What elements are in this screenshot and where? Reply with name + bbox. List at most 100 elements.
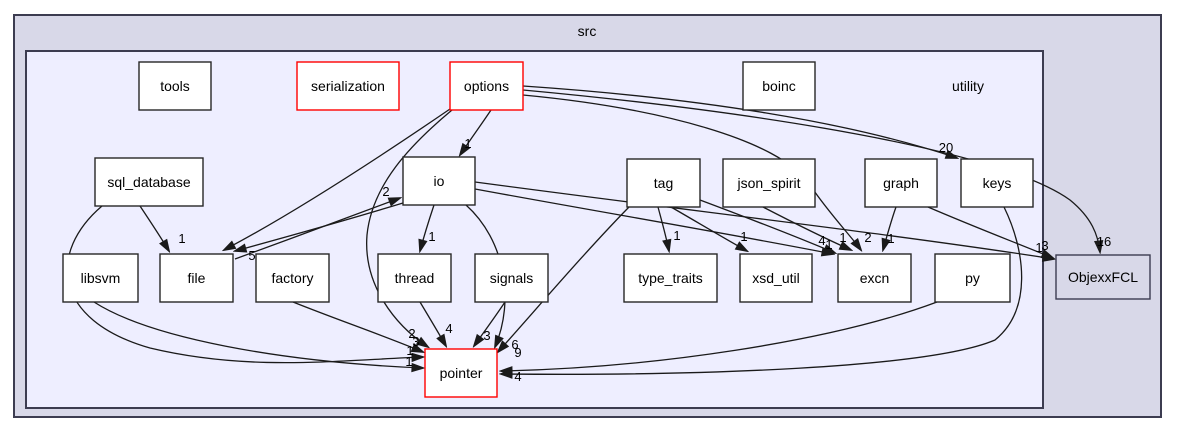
edge-tag-to-type_traits (657, 206, 669, 251)
node-signals[interactable]: signals (474, 253, 549, 303)
node-box-serialization[interactable] (296, 61, 400, 111)
edge-count-io-to-file: 5 (248, 248, 255, 263)
node-box-json_spirit[interactable] (722, 158, 816, 208)
node-label-thread[interactable]: thread (395, 270, 435, 286)
edge-count-thread-to-pointer: 4 (445, 321, 452, 336)
edge-count-options-to-keys: 20 (939, 140, 953, 155)
node-label-graph[interactable]: graph (883, 175, 919, 191)
edge-count-signals-to-pointer: 3 (483, 328, 490, 343)
edge-file-to-io (234, 198, 400, 260)
node-label-ObjexxFCL[interactable]: ObjexxFCL (1068, 269, 1138, 285)
edge-graph-to-excn (883, 206, 897, 250)
node-box-graph[interactable] (864, 158, 938, 208)
node-box-thread[interactable] (377, 253, 452, 303)
node-tools[interactable]: tools (138, 61, 212, 111)
edge-count-sql_database-to-pointer: 1 (406, 343, 413, 358)
node-box-file[interactable] (159, 253, 234, 303)
node-boinc[interactable]: boinc (742, 61, 816, 111)
node-thread[interactable]: thread (377, 253, 452, 303)
node-label-excn[interactable]: excn (860, 270, 890, 286)
node-pointer[interactable]: pointer (424, 348, 498, 398)
node-box-excn[interactable] (837, 253, 912, 303)
edge-options-to-pointer (366, 109, 453, 347)
edge-sql_database-to-file (139, 205, 169, 251)
edge-count-io-to-excn: 4 (818, 233, 825, 248)
edge-factory-to-pointer (292, 301, 423, 352)
edge-py-to-pointer (501, 301, 938, 371)
node-box-pointer[interactable] (424, 348, 498, 398)
edge-count-sql_database-to-file: 1 (178, 231, 185, 246)
edge-count-py-to-pointer: 4 (514, 369, 521, 384)
node-box-ObjexxFCL[interactable] (1055, 254, 1151, 300)
node-box-signals[interactable] (474, 253, 549, 303)
node-factory[interactable]: factory (255, 253, 330, 303)
edge-count-io-to-thread: 1 (428, 229, 435, 244)
node-box-py[interactable] (934, 253, 1011, 303)
edge-count-file-to-io: 2 (382, 184, 389, 199)
node-label-py[interactable]: py (965, 270, 980, 286)
node-label-serialization[interactable]: serialization (311, 78, 385, 94)
node-box-sql_database[interactable] (94, 157, 204, 207)
node-py[interactable]: py (934, 253, 1011, 303)
node-label-signals[interactable]: signals (490, 270, 534, 286)
node-box-xsd_util[interactable] (739, 253, 813, 303)
node-box-factory[interactable] (255, 253, 330, 303)
node-sql_database[interactable]: sql_database (94, 157, 204, 207)
node-serialization[interactable]: serialization (296, 61, 400, 111)
edge-count-json_spirit-to-excn: 1 (839, 230, 846, 245)
node-label-factory[interactable]: factory (271, 270, 313, 286)
node-label-options[interactable]: options (464, 78, 509, 94)
node-box-io[interactable] (402, 156, 476, 206)
edge-count-tag-to-pointer: 9 (514, 345, 521, 360)
edge-count-libsvm-to-pointer: 1 (405, 354, 412, 369)
node-xsd_util[interactable]: xsd_util (739, 253, 813, 303)
edge-count-options-to-ObjexxFCL: 16 (1097, 234, 1111, 249)
node-ObjexxFCL[interactable]: ObjexxFCL (1055, 254, 1151, 300)
node-options[interactable]: options (449, 61, 524, 111)
node-box-tag[interactable] (626, 158, 701, 208)
edge-count-factory-to-pointer: 2 (408, 326, 415, 341)
node-file[interactable]: file (159, 253, 234, 303)
cluster-label-src[interactable]: src (578, 23, 597, 39)
node-type_traits[interactable]: type_traits (623, 253, 718, 303)
node-label-json_spirit[interactable]: json_spirit (736, 175, 800, 191)
node-label-file[interactable]: file (188, 270, 206, 286)
edge-json_spirit-to-excn (762, 206, 851, 250)
edge-options-to-io (460, 109, 492, 155)
node-label-keys[interactable]: keys (983, 175, 1012, 191)
node-box-type_traits[interactable] (623, 253, 718, 303)
edge-io-to-ObjexxFCL (474, 181, 1054, 259)
edge-io-to-excn (474, 188, 833, 254)
node-box-tools[interactable] (138, 61, 212, 111)
node-label-tools[interactable]: tools (160, 78, 190, 94)
node-keys[interactable]: keys (960, 158, 1034, 208)
edge-count-options-to-excn: 2 (864, 230, 871, 245)
node-io[interactable]: io (402, 156, 476, 206)
node-label-xsd_util[interactable]: xsd_util (752, 270, 799, 286)
edge-keys-to-pointer (501, 206, 1023, 374)
node-json_spirit[interactable]: json_spirit (722, 158, 816, 208)
node-label-boinc[interactable]: boinc (762, 78, 795, 94)
node-libsvm[interactable]: libsvm (62, 253, 139, 303)
edge-count-io-to-pointer: 6 (511, 337, 518, 352)
node-label-sql_database[interactable]: sql_database (107, 174, 191, 190)
node-label-libsvm[interactable]: libsvm (81, 270, 121, 286)
edge-graph-to-ObjexxFCL (927, 206, 1053, 258)
node-graph[interactable]: graph (864, 158, 938, 208)
node-box-options[interactable] (449, 61, 524, 111)
node-layer: tools serialization options boinc sql_databa… (62, 61, 1151, 398)
node-box-keys[interactable] (960, 158, 1034, 208)
node-label-pointer[interactable]: pointer (440, 365, 483, 381)
node-label-tag[interactable]: tag (654, 175, 673, 191)
node-tag[interactable]: tag (626, 158, 701, 208)
node-excn[interactable]: excn (837, 253, 912, 303)
node-box-libsvm[interactable] (62, 253, 139, 303)
node-label-io[interactable]: io (434, 173, 445, 189)
edge-count-io-to-ObjexxFCL: 3 (1041, 238, 1048, 253)
node-label-type_traits[interactable]: type_traits (638, 270, 703, 286)
node-box-boinc[interactable] (742, 61, 816, 111)
cluster-label-utility[interactable]: utility (952, 78, 984, 94)
